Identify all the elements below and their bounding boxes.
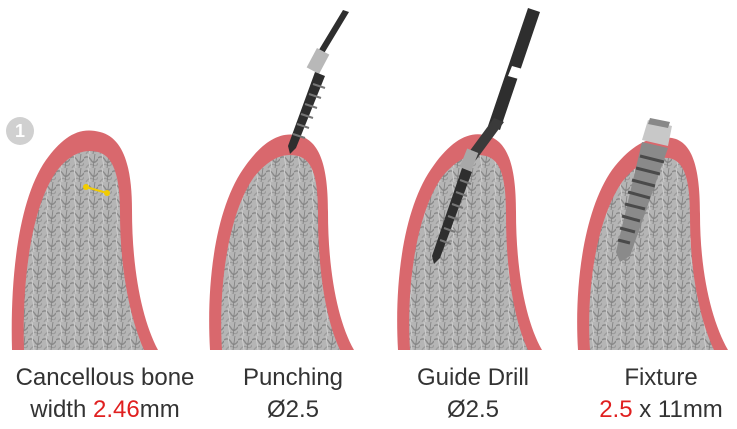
panel-1-title: Cancellous bone xyxy=(0,362,210,394)
panel-4-title: Fixture xyxy=(585,362,737,394)
panel-1-subtitle-prefix: width xyxy=(30,396,93,423)
panel-3-title: Guide Drill xyxy=(398,362,548,394)
panel-2-punching xyxy=(209,10,354,350)
panel-4-subtitle: 2.5 x 11mm xyxy=(585,394,737,426)
panel-1-caption: Cancellous bone width 2.46mm xyxy=(0,362,210,426)
procedure-illustration xyxy=(0,0,737,360)
panel-2-caption: Punching Ø2.5 xyxy=(218,362,368,426)
panel-4-caption: Fixture 2.5 x 11mm xyxy=(585,362,737,426)
panel-2-title: Punching xyxy=(218,362,368,394)
panel-1-subtitle-suffix: mm xyxy=(140,396,180,423)
panel-2-subtitle: Ø2.5 xyxy=(218,394,368,426)
punching-drill-icon xyxy=(288,10,349,154)
panel-3-subtitle: Ø2.5 xyxy=(398,394,548,426)
panel-3-guide-drill xyxy=(397,8,542,350)
measure-point-right xyxy=(104,190,110,196)
panel-1-subtitle: width 2.46mm xyxy=(0,394,210,426)
step-number-badge: 1 xyxy=(6,117,34,145)
measure-point-left xyxy=(83,184,89,190)
panel-4-diameter-value: 2.5 xyxy=(599,396,632,423)
panel-3-caption: Guide Drill Ø2.5 xyxy=(398,362,548,426)
panel-4-subtitle-suffix: x 11mm xyxy=(633,396,723,423)
panel-1-width-value: 2.46 xyxy=(93,396,140,423)
panel-1-bone-section xyxy=(12,130,158,350)
panel-4-fixture xyxy=(577,118,728,350)
